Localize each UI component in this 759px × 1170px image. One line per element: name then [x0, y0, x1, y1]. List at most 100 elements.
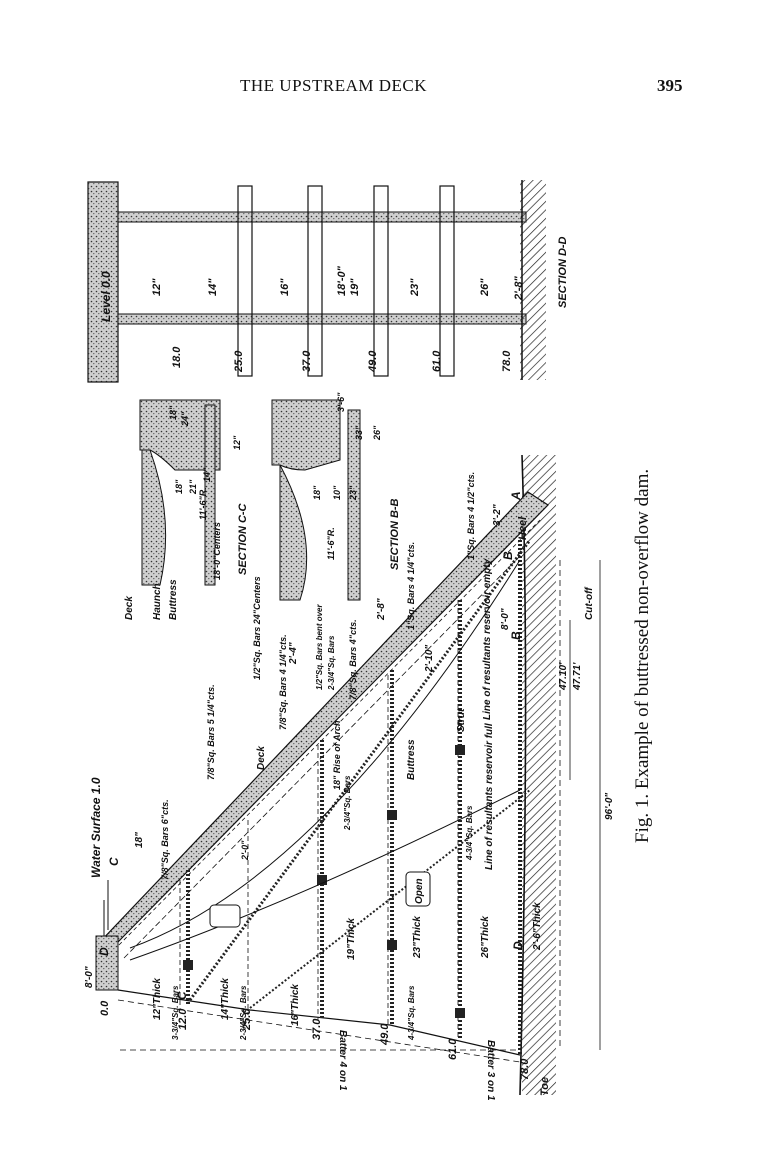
dd-strut [307, 185, 323, 377]
dd-strut [439, 185, 455, 377]
bb-label: 10" [332, 485, 342, 500]
note: Line of resultants reservoir empty [482, 558, 493, 720]
section-cc: SECTION C-C Deck Haunch Buttress 18'-0"C… [124, 399, 262, 680]
dd-thickness: 26" [479, 278, 491, 297]
dd-level: Level 0.0 [99, 271, 113, 322]
dimension: Cut-off [584, 586, 595, 620]
dimension: 2'-0" [240, 840, 250, 861]
water-surface: Water Surface 1.0 [89, 777, 103, 878]
crest [95, 935, 119, 991]
section-bb: SECTION B-B 3'-6" 33" 26" 18" 10" 23" 11… [271, 392, 401, 691]
dd-deck [87, 181, 119, 383]
dd-title: SECTION D-D [557, 236, 569, 308]
cc-label: 24" [180, 411, 190, 427]
thickness: 12"Thick [152, 978, 163, 1020]
dd-thickness: 18'-0" [336, 265, 348, 296]
dd-elev: 25.0 [233, 350, 245, 373]
figure-caption: Fig. 1. Example of buttressed non-overfl… [632, 469, 653, 843]
dimension: 47.10' [558, 662, 569, 691]
line-resultants-full [129, 789, 521, 961]
dimension: 96'-0" [604, 793, 615, 820]
note: Batter 3 on 1 [485, 1040, 496, 1101]
elevation: 61.0 [447, 1038, 459, 1060]
note: Batter 4 on 1 [337, 1030, 348, 1091]
page-number: 395 [657, 76, 683, 95]
dimension: 8'-0" [500, 608, 511, 630]
cc-label: Haunch [152, 583, 163, 620]
cc-title: SECTION C-C [237, 502, 249, 575]
thickness: 2'-6"Thick [532, 902, 543, 951]
dimension: 47.71' [572, 662, 583, 691]
dimension: 2'-4" [288, 642, 299, 665]
cc-buttress [204, 404, 216, 586]
note: Open [414, 878, 425, 904]
bar-label: 3-3/4"Sq. Bars [171, 985, 180, 1040]
dd-elev: 18.0 [171, 346, 183, 368]
elevation: 49.0 [379, 1023, 391, 1046]
bar-label: 4-3/4"Sq. Bars [407, 985, 416, 1041]
dd-ground [520, 180, 546, 380]
opening [209, 904, 241, 928]
bb-label: 3'-6" [336, 392, 346, 412]
running-title: THE UPSTREAM DECK [240, 76, 428, 95]
section-mark: D [511, 941, 525, 950]
bb-label: 11'-6"R. [326, 527, 336, 560]
cc-label: 14" [202, 467, 212, 482]
note: Toe [539, 1077, 551, 1096]
bb-label: 33" [354, 425, 364, 440]
dimension: 2'-10" [424, 645, 435, 673]
elevation: 25.0 [241, 1008, 253, 1031]
dimension: 8'-0" [84, 966, 95, 988]
thickness: 18" [134, 832, 145, 848]
dd-strut [237, 185, 253, 377]
cc-arch [141, 449, 167, 586]
cc-label: 18'-0"Centers [212, 522, 222, 580]
note: Heel [517, 516, 529, 540]
cc-label: Buttress [168, 579, 179, 620]
line-resultants-empty [129, 559, 521, 949]
dd-elev: 49.0 [367, 350, 379, 373]
bar-label: 1"Sq. Bars 4 1/4"cts. [406, 542, 416, 630]
cc-label: 21" [188, 479, 198, 495]
bar-label: 4-3/4"Sq. Bars [465, 805, 474, 861]
cc-label: Deck [124, 596, 135, 620]
note: Deck [256, 746, 267, 770]
thickness: 23"Thick [412, 916, 423, 959]
section-mark: C [107, 857, 121, 866]
section-mark: C [175, 991, 189, 1000]
main-section: Water Surface 1.0 0.0 12.0 25.0 37.0 49.… [84, 454, 615, 1101]
cc-label: 18" [174, 479, 184, 494]
note: Line of resultants reservoir full [484, 723, 495, 870]
dd-elev: 78.0 [501, 350, 513, 372]
bb-arch [279, 464, 308, 601]
bar-label: 1"Sq. Bars 4 1/2"cts. [466, 472, 476, 560]
bb-title: SECTION B-B [389, 498, 401, 570]
note: Buttress [406, 739, 417, 780]
bb-label: 2-3/4"Sq. Bars [327, 635, 336, 691]
dd-elev: 61.0 [431, 350, 443, 372]
dimension: 2'-8" [376, 598, 387, 621]
section-mark: B [501, 551, 515, 560]
dd-thickness: 12" [151, 278, 163, 296]
dd-strut [373, 185, 389, 377]
bar-label: 7/8"Sq. Bars 6"cts. [160, 799, 170, 880]
dd-elev: 37.0 [301, 350, 313, 372]
bb-label: 23" [348, 485, 358, 501]
elevation: 37.0 [311, 1018, 323, 1040]
thickness: 16"Thick [290, 984, 301, 1026]
bb-label: 26" [372, 425, 382, 441]
bb-label: 1/2"Sq. Bars bent over [315, 604, 324, 690]
bar-label: 7/8"Sq. Bars 4 1/4"cts. [278, 634, 288, 730]
running-head: THE UPSTREAM DECK 395 [0, 76, 759, 100]
bar-label: 7/8"Sq. Bars 5 1/4"cts. [206, 684, 216, 780]
thickness: 14"Thick [220, 978, 231, 1020]
dd-thickness: 23" [409, 278, 421, 297]
bar-label: 2-3/4"Sq. Bars [239, 985, 248, 1041]
cc-label: 11'-6"R. [198, 487, 208, 520]
dd-thickness: 2'-8" [513, 275, 525, 301]
ground [522, 455, 556, 1095]
note: 18" Rise of Arch [332, 720, 342, 790]
dd-thickness: 14" [207, 278, 219, 296]
thickness: 19"Thick [346, 918, 357, 960]
